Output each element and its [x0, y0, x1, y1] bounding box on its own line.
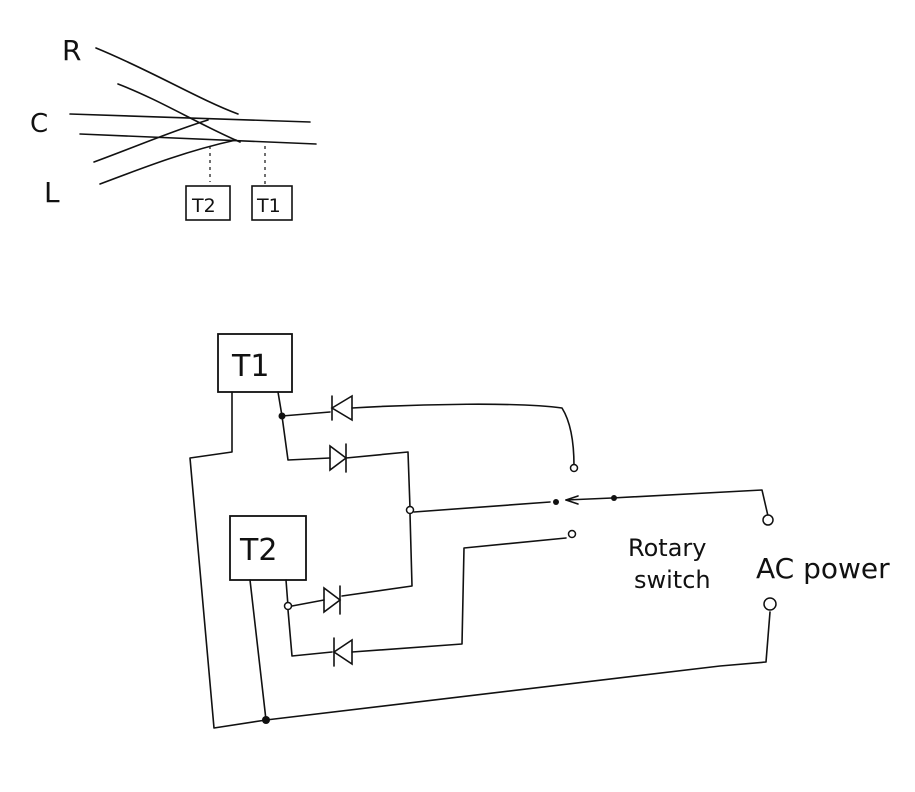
t2-feed-wire	[285, 579, 289, 607]
t1-diode-lower-wire	[281, 415, 331, 461]
track-label-right: R	[62, 34, 81, 67]
switch-terminal-1	[569, 463, 579, 473]
t2-turnout-label: T2	[191, 195, 216, 217]
t1-upper-diode	[330, 394, 353, 422]
track-line-right-b	[117, 83, 241, 143]
t1-turnout-box	[251, 185, 293, 221]
common-junction	[262, 716, 270, 724]
track-sketch: R C L T2 T1	[30, 34, 317, 221]
t2-lower-diode	[332, 637, 353, 667]
t1-diode-upper-wire	[281, 411, 331, 417]
wiper-to-power-wire	[565, 489, 769, 517]
t1-feed-wire	[277, 391, 283, 417]
t2-lower-diode-out	[351, 537, 567, 653]
t1-box-label: T1	[231, 349, 269, 384]
switch-terminal-3	[567, 529, 577, 539]
common-return-wire	[189, 391, 771, 729]
diode-common-node	[405, 505, 415, 515]
track-line-center-a	[69, 113, 311, 123]
rotary-switch-label-line2: switch	[634, 566, 711, 594]
track-line-right-a	[95, 47, 239, 115]
t2-diode-lower-wire	[287, 609, 333, 657]
ac-power-label: AC power	[756, 552, 890, 585]
ac-terminal-bottom	[763, 597, 777, 611]
t2-junction	[283, 601, 293, 611]
t2-upper-diode	[323, 585, 342, 615]
t1-box	[217, 333, 293, 393]
t2-box	[229, 515, 307, 581]
t1-lower-diode-out	[345, 451, 411, 509]
t2-diode-upper-wire	[291, 599, 325, 607]
track-line-center-b	[79, 133, 317, 145]
t1-upper-diode-out	[351, 403, 575, 467]
ac-terminal-top	[762, 514, 774, 526]
node-to-wiper-wire	[413, 501, 551, 513]
track-line-left-a	[93, 119, 209, 163]
track-line-left-b	[99, 139, 237, 185]
wiper-wire-dot	[611, 495, 617, 501]
node-to-t2-diodes	[341, 513, 413, 597]
t2-common-lead	[249, 579, 267, 721]
switch-wiper-pivot	[553, 499, 559, 505]
t2-box-label: T2	[239, 533, 277, 568]
t1-turnout-label: T1	[256, 195, 281, 217]
t2-turnout-box	[185, 185, 231, 221]
circuit: T1 T2	[189, 333, 890, 729]
track-label-left: L	[44, 176, 60, 209]
track-label-center: C	[30, 109, 48, 139]
t1-lower-diode	[329, 443, 348, 473]
rotary-switch-label-line1: Rotary	[628, 534, 706, 562]
